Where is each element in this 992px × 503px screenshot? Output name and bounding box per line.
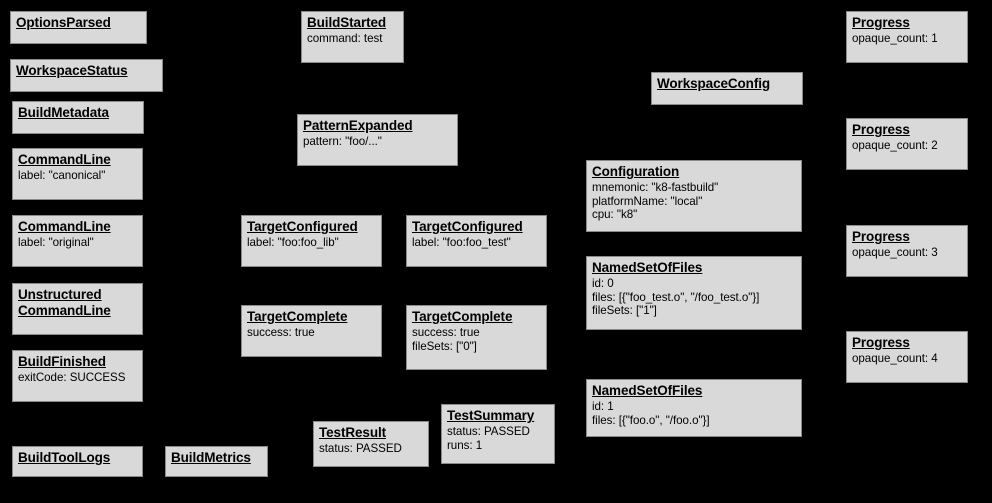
graph-node-title: BuildMetrics (171, 450, 251, 465)
graph-node-title: Progress (852, 229, 910, 244)
graph-node-fields: opaque_count: 3 (852, 246, 962, 260)
graph-node-field: fileSets: ["0"] (412, 339, 477, 353)
graph-node-field: opaque_count: 3 (852, 245, 938, 259)
graph-node-field: opaque_count: 4 (852, 351, 938, 365)
graph-node-title: BuildToolLogs (18, 450, 111, 465)
graph-node-title: Progress (852, 122, 910, 137)
graph-node-field: fileSets: ["1"] (592, 304, 657, 318)
graph-node-fields: mnemonic: "k8-fastbuild"platformName: "l… (592, 181, 796, 222)
graph-node-field: opaque_count: 2 (852, 138, 938, 152)
graph-node-field: label: "foo:foo_test" (412, 235, 511, 249)
graph-node-build-metrics[interactable]: BuildMetrics (165, 446, 268, 477)
graph-node-field: status: PASSED (319, 441, 402, 455)
graph-node-title: NamedSetOfFiles (592, 260, 703, 275)
graph-node-fields: status: PASSED (319, 442, 423, 456)
graph-node-title: Unstructured CommandLine (18, 287, 111, 318)
graph-node-field: command: test (307, 31, 383, 45)
graph-node-field: mnemonic: "k8-fastbuild" (592, 180, 719, 194)
graph-node-title: OptionsParsed (16, 15, 111, 30)
graph-node-title: BuildStarted (307, 15, 387, 30)
graph-node-title: TestSummary (447, 408, 535, 423)
graph-node-fields: opaque_count: 1 (852, 32, 962, 46)
graph-node-title: CommandLine (18, 152, 111, 167)
graph-node-field: files: [{"foo_test.o", "/foo_test.o"}] (592, 290, 760, 304)
graph-node-field: cpu: "k8" (592, 208, 638, 222)
graph-node-fields: success: true (247, 326, 376, 340)
graph-node-field: status: PASSED (447, 424, 530, 438)
graph-node-workspace-config[interactable]: WorkspaceConfig (651, 72, 803, 105)
graph-node-field: label: "canonical" (18, 168, 106, 182)
graph-node-title: WorkspaceStatus (16, 63, 128, 78)
graph-node-fields: exitCode: SUCCESS (18, 371, 137, 385)
graph-node-fields: opaque_count: 2 (852, 139, 962, 153)
graph-node-build-tool-logs[interactable]: BuildToolLogs (12, 446, 143, 477)
graph-node-field: platformName: "local" (592, 194, 703, 208)
graph-node-fields: pattern: "foo/..." (303, 135, 452, 149)
graph-node-field: success: true (412, 325, 480, 339)
graph-node-fields: label: "canonical" (18, 169, 137, 183)
graph-node-title: TargetConfigured (412, 219, 523, 234)
graph-node-fields: label: "foo:foo_lib" (247, 236, 376, 250)
graph-node-field: success: true (247, 325, 315, 339)
graph-node-field: opaque_count: 1 (852, 31, 938, 45)
graph-node-field: exitCode: SUCCESS (18, 370, 126, 384)
graph-node-fields: opaque_count: 4 (852, 352, 962, 366)
graph-node-title: TargetComplete (412, 309, 513, 324)
graph-node-field: label: "foo:foo_lib" (247, 235, 339, 249)
graph-node-title: BuildFinished (18, 354, 106, 369)
graph-node-fields: label: "foo:foo_test" (412, 236, 541, 250)
graph-node-title: TestResult (319, 425, 387, 440)
graph-node-title: NamedSetOfFiles (592, 383, 703, 398)
graph-node-field: id: 0 (592, 276, 614, 290)
graph-node-options-parsed[interactable]: OptionsParsed (10, 11, 147, 44)
graph-node-field: pattern: "foo/..." (303, 134, 382, 148)
graph-node-field: label: "original" (18, 235, 94, 249)
graph-node-field: id: 1 (592, 399, 614, 413)
graph-node-fields: label: "original" (18, 236, 137, 250)
graph-node-build-metadata[interactable]: BuildMetadata (12, 101, 144, 134)
graph-node-fields: command: test (307, 32, 398, 46)
graph-node-title: CommandLine (18, 219, 111, 234)
graph-node-title: Progress (852, 15, 910, 30)
graph-node-title: TargetComplete (247, 309, 348, 324)
graph-node-title: Configuration (592, 164, 680, 179)
graph-node-field: files: [{"foo.o", "/foo.o"}] (592, 413, 710, 427)
graph-node-title: BuildMetadata (18, 105, 109, 120)
graph-node-workspace-status[interactable]: WorkspaceStatus (10, 59, 163, 92)
graph-node-title: Progress (852, 335, 910, 350)
graph-node-field: runs: 1 (447, 438, 483, 452)
graph-node-title: TargetConfigured (247, 219, 358, 234)
graph-node-title: WorkspaceConfig (657, 76, 771, 91)
graph-node-unstructured-command-line[interactable]: Unstructured CommandLine (12, 283, 143, 335)
graph-node-title: PatternExpanded (303, 118, 413, 133)
